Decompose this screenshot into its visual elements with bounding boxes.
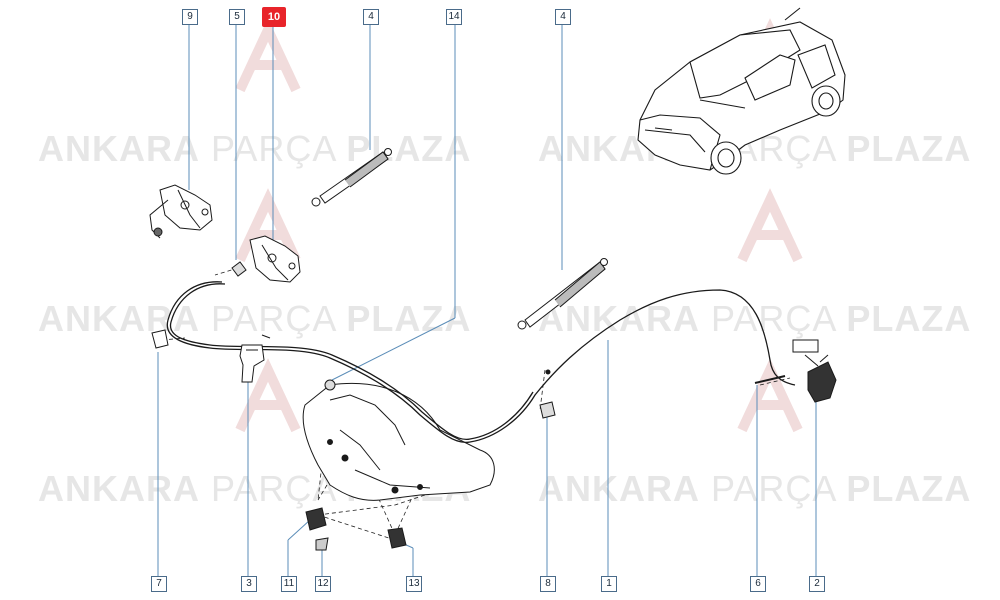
callout-4-right[interactable]: 4 — [555, 9, 571, 25]
callout-6[interactable]: 6 — [750, 576, 766, 592]
callout-4-left[interactable]: 4 — [363, 9, 379, 25]
callout-7[interactable]: 7 — [151, 576, 167, 592]
gas-strut-right — [517, 258, 608, 330]
clip-7 — [151, 329, 169, 349]
car-illustration — [637, 7, 846, 175]
hood-panel — [302, 382, 495, 501]
release-lever-2 — [754, 339, 837, 403]
watermark-row: ANKARA PARÇA PLAZA — [38, 298, 472, 339]
hood-bumpers — [305, 507, 407, 551]
gas-strut-left — [311, 148, 392, 207]
callout-2[interactable]: 2 — [809, 576, 825, 592]
callout-11[interactable]: 11 — [281, 576, 297, 592]
watermark-row: ANKARA PARÇA PLAZA — [538, 468, 972, 509]
callout-8[interactable]: 8 — [540, 576, 556, 592]
watermark-row: ANKARA PARÇA PLAZA — [538, 298, 972, 339]
callout-14[interactable]: 14 — [446, 9, 462, 25]
callout-10-selected[interactable]: 10 — [262, 7, 286, 27]
callout-12[interactable]: 12 — [315, 576, 331, 592]
release-handle-3 — [239, 334, 271, 383]
leader-lines — [157, 23, 817, 576]
hood-lock-10 — [231, 235, 301, 283]
callout-1[interactable]: 1 — [601, 576, 617, 592]
release-cable — [166, 281, 796, 444]
callout-5[interactable]: 5 — [229, 9, 245, 25]
callout-3[interactable]: 3 — [241, 576, 257, 592]
callout-13[interactable]: 13 — [406, 576, 422, 592]
hood-clips — [324, 369, 556, 419]
callout-9[interactable]: 9 — [182, 9, 198, 25]
hood-lock-9 — [149, 184, 213, 239]
